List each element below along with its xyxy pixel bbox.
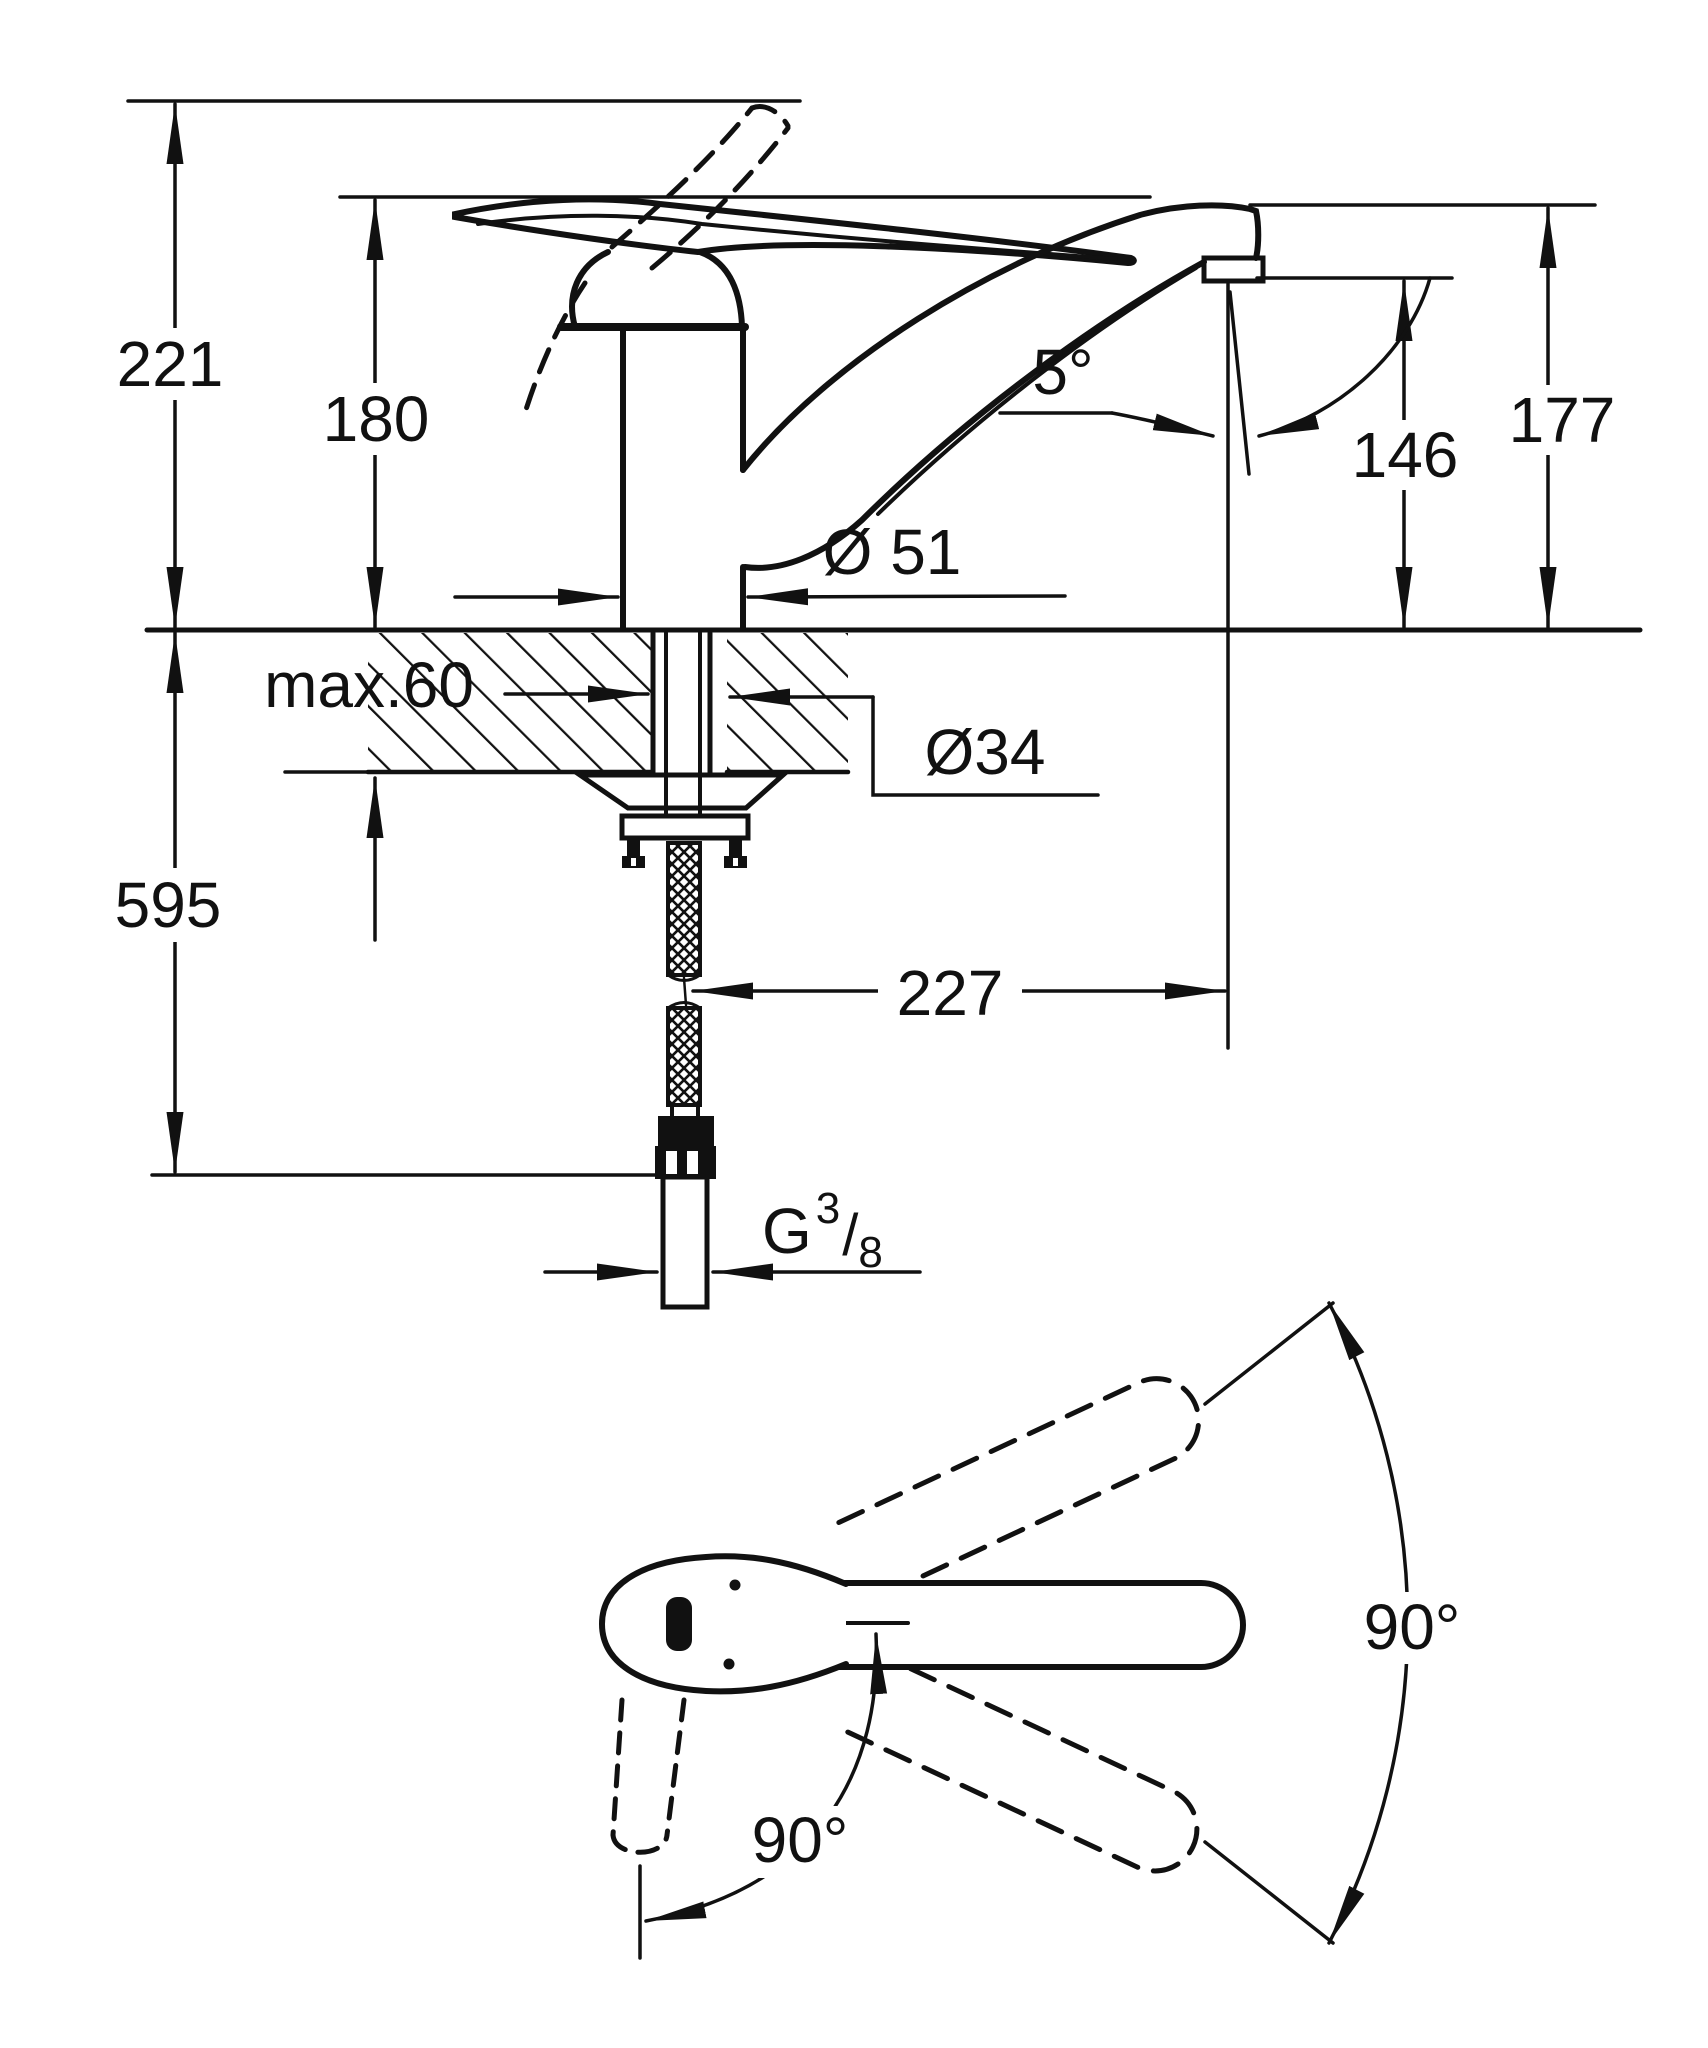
faucet-body <box>557 249 749 631</box>
label-595: 595 <box>115 869 222 941</box>
ref-line-down <box>1203 1840 1335 1945</box>
spout-ghost-up <box>836 1376 1202 1602</box>
spout-inner-line <box>876 266 1198 516</box>
label-90-right: 90° <box>1364 1591 1461 1663</box>
mounting-hardware <box>571 630 790 868</box>
water-stream <box>1226 282 1251 1050</box>
stream-5deg-line <box>1228 290 1251 476</box>
spout-top-curve <box>740 202 1262 473</box>
top-view <box>598 1301 1410 1960</box>
label-146: 146 <box>1352 419 1459 491</box>
lever-raised-ghost <box>521 104 791 419</box>
counter-cross-section <box>365 633 851 775</box>
label-5deg: 5° <box>1032 336 1093 408</box>
hose-connector <box>658 1116 714 1150</box>
head-slot <box>666 1597 692 1651</box>
dim-dia34-leader <box>871 695 1100 797</box>
spout-ghost-down <box>834 1648 1200 1874</box>
g38-nut <box>655 1146 716 1179</box>
lever-head-top-view <box>598 1553 849 1695</box>
connection-tube <box>660 1174 710 1310</box>
mounting-nut <box>619 813 751 841</box>
label-221: 221 <box>117 328 224 400</box>
lever-dome-right <box>697 249 745 330</box>
label-dia34: Ø34 <box>925 716 1046 788</box>
label-dia51: Ø 51 <box>823 516 962 588</box>
washer <box>571 772 790 811</box>
flex-hose <box>655 841 716 1310</box>
label-177: 177 <box>1509 384 1616 456</box>
label-g38: G3/8 <box>762 1184 883 1277</box>
dim-dia51-arrow-right <box>746 588 1067 606</box>
label-180: 180 <box>323 383 430 455</box>
side-view <box>126 99 1643 1310</box>
mounting-screw-left <box>622 838 645 868</box>
spout-top-view <box>830 1580 1246 1670</box>
lever-handle <box>452 196 1137 267</box>
extension-lines <box>126 99 1597 1177</box>
angle5-leader-left <box>1110 411 1215 438</box>
head-dot-top <box>729 1579 741 1591</box>
mounting-screw-right <box>724 838 747 868</box>
ref-line-up <box>1203 1301 1335 1406</box>
label-max60: max.60 <box>264 649 474 721</box>
head-dot-bottom <box>723 1658 735 1670</box>
lever-dome-left <box>569 249 611 330</box>
spout-ghost-straight-down <box>610 1697 687 1855</box>
labels: 221 180 146 177 5° Ø 51 max.60 Ø34 595 2… <box>98 328 1634 1878</box>
spout-under-curve <box>742 259 1207 571</box>
angle5-arc-right <box>1257 276 1432 438</box>
lever-inner-line <box>476 213 1118 261</box>
spout <box>740 202 1266 571</box>
label-90-bottom: 90° <box>752 1804 849 1876</box>
label-227: 227 <box>897 957 1004 1029</box>
aerator <box>1201 255 1266 284</box>
